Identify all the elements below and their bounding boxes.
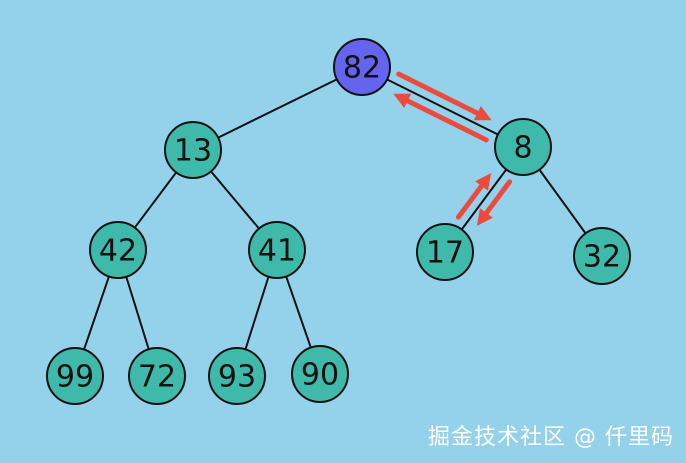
watermark: 掘金技术社区 @ 仟里码 <box>428 425 674 450</box>
node-90: 90 <box>291 345 349 403</box>
node-99: 99 <box>46 347 104 405</box>
tree-edges <box>74 66 603 377</box>
node-93: 93 <box>208 347 266 405</box>
node-circle <box>46 347 104 405</box>
node-circle <box>291 345 349 403</box>
swap-arrows <box>393 71 513 226</box>
node-label: 90 <box>301 358 339 393</box>
node-42: 42 <box>89 221 147 279</box>
node-label: 41 <box>258 234 296 269</box>
node-circle <box>164 121 222 179</box>
node-82: 82 <box>333 38 391 96</box>
node-label: 8 <box>513 131 532 166</box>
node-label: 13 <box>174 134 212 169</box>
tree-nodes: 82 13 8 42 41 17 32 99 72 93 90 <box>46 38 631 405</box>
node-label: 82 <box>343 51 381 86</box>
node-72: 72 <box>128 347 186 405</box>
node-circle <box>416 223 474 281</box>
node-circle <box>89 221 147 279</box>
node-label: 42 <box>99 234 137 269</box>
node-label: 99 <box>56 360 94 395</box>
node-circle <box>494 118 552 176</box>
edge-n82-n8 <box>361 66 524 148</box>
node-label: 72 <box>138 360 176 395</box>
node-32: 32 <box>573 227 631 285</box>
swap-arrow-n82-to-n8 <box>396 71 492 121</box>
node-label: 17 <box>426 236 464 271</box>
node-label: 93 <box>218 360 256 395</box>
node-circle <box>248 221 306 279</box>
node-circle <box>128 347 186 405</box>
node-17: 17 <box>416 223 474 281</box>
swap-arrow-n8-to-n17 <box>476 179 513 226</box>
node-41: 41 <box>248 221 306 279</box>
node-circle <box>208 347 266 405</box>
node-circle <box>333 38 391 96</box>
node-8: 8 <box>494 118 552 176</box>
swap-arrow-n17-to-n8 <box>455 173 492 220</box>
node-circle <box>573 227 631 285</box>
edge-n82-n13 <box>192 66 363 151</box>
node-label: 32 <box>583 240 621 275</box>
node-13: 13 <box>164 121 222 179</box>
swap-arrow-n8-to-n82 <box>393 93 489 143</box>
